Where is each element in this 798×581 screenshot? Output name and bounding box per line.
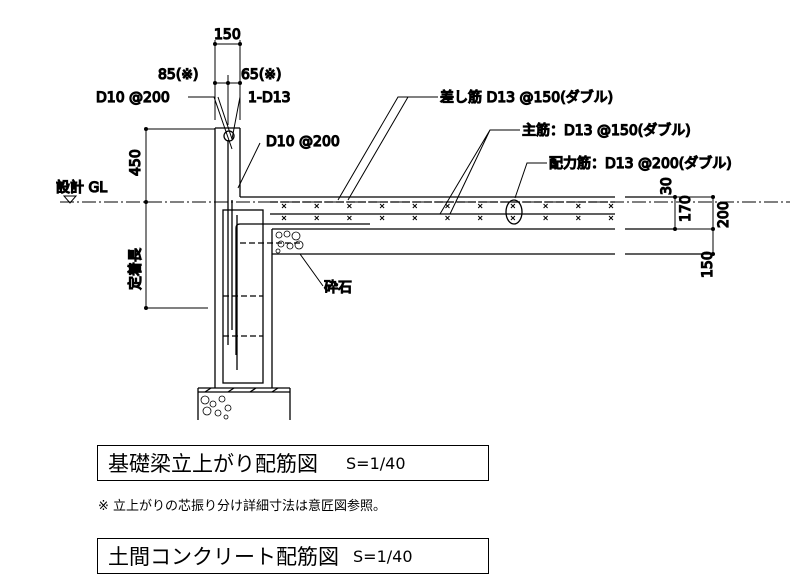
dim-right-offset: 65(※) <box>241 67 281 83</box>
title-slab: 土間コンクリート配筋図 <box>108 545 339 569</box>
bar-cross-mark <box>412 203 418 209</box>
label-stirrup: D10 @200 <box>266 134 340 150</box>
bar-cross-mark <box>379 215 385 221</box>
bar-cross-mark <box>445 215 450 221</box>
title-box-slab: 土間コンクリート配筋図 S=1/40 <box>97 538 489 574</box>
label-gravel: 砕石 <box>324 280 352 296</box>
scale-beam: S=1/40 <box>346 453 406 473</box>
bar-cross-mark <box>281 203 287 209</box>
dim-slab-inner: 170 <box>678 195 694 222</box>
bar-cross-mark <box>477 203 483 209</box>
scale-slab: S=1/40 <box>353 546 413 566</box>
dimension-lines <box>60 40 790 309</box>
label-distribution-bar: 配力筋：D13 @200(ダブル) <box>549 155 732 172</box>
bar-cross-mark <box>314 215 320 221</box>
title-box-beam: 基礎梁立上がり配筋図 S=1/40 <box>97 445 489 481</box>
dim-top-width: 150 <box>214 27 241 43</box>
bar-cross-mark <box>543 203 548 209</box>
dim-left-offset: 85(※) <box>158 67 198 83</box>
note-text: ※ 立上がりの芯振り分け詳細寸法は意匠図参照。 <box>98 499 387 514</box>
distribution-bar-marks <box>281 203 614 221</box>
bar-cross-mark <box>543 215 548 221</box>
bar-cross-mark <box>608 203 614 209</box>
bar-cross-mark <box>608 215 614 221</box>
label-main-bar: 主筋：D13 @150(ダブル) <box>522 122 691 139</box>
dim-anchor-length: 定着長 <box>128 248 144 290</box>
dim-wall-height: 450 <box>128 149 144 176</box>
title-beam: 基礎梁立上がり配筋図 <box>108 452 318 476</box>
bar-cross-mark <box>477 215 483 221</box>
label-dowel: 差し筋 D13 @150(ダブル) <box>440 89 613 106</box>
bar-cross-mark <box>314 203 320 209</box>
label-vertical-bar: D10 @200 <box>96 90 170 106</box>
bar-cross-mark <box>412 215 418 221</box>
bar-cross-mark <box>445 203 450 209</box>
bar-cross-mark <box>281 215 287 221</box>
bar-cross-mark <box>575 215 581 221</box>
bar-cross-mark <box>347 203 352 209</box>
bar-cross-mark <box>510 203 516 209</box>
label-top-bar: 1-D13 <box>248 90 291 106</box>
dim-slab-thickness: 200 <box>716 201 732 228</box>
bar-cross-mark <box>347 215 352 221</box>
bar-cross-mark <box>575 203 581 209</box>
dim-cover: 30 <box>659 177 675 195</box>
dimension-dots <box>144 42 715 310</box>
gl-label: 設計 GL <box>56 180 107 196</box>
bar-cross-mark <box>510 215 516 221</box>
dim-gravel-thickness: 150 <box>700 251 716 278</box>
bar-cross-mark <box>379 203 385 209</box>
